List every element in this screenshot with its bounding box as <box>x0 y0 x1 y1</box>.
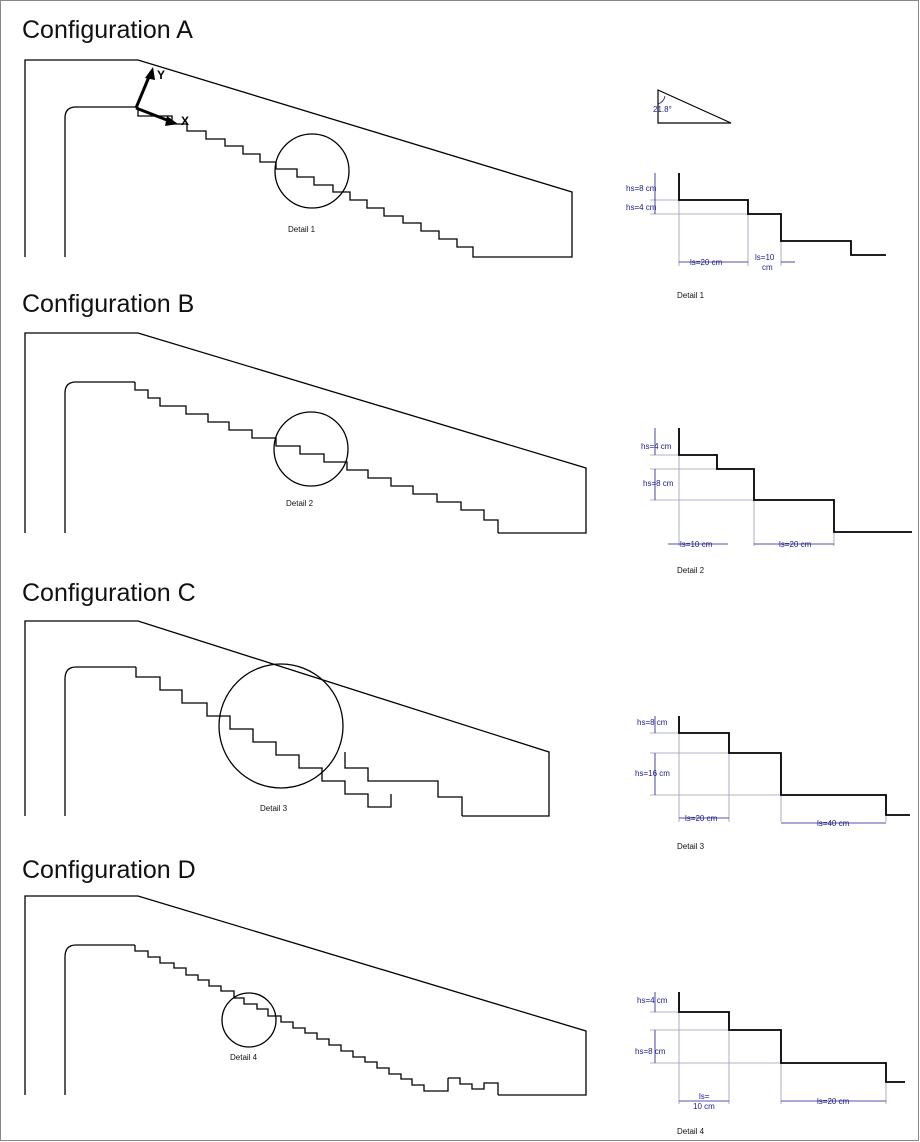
spillway-steps-c <box>135 667 463 816</box>
detail-4-label: Detail 4 <box>677 1127 705 1136</box>
detail-4-callout: Detail 4 <box>230 1053 258 1062</box>
detail-1-circle <box>274 133 350 209</box>
detail-4-step-profile <box>678 992 905 1083</box>
detail-2-circle <box>273 411 349 487</box>
detail-4-circle <box>221 992 277 1048</box>
detail-4-ls-left-line2: 10 cm <box>693 1102 715 1111</box>
detail-3-hs-bottom: hs=16 cm <box>635 769 670 778</box>
detail-1-hs-bottom: hs=4 cm <box>626 203 657 212</box>
detail-1-label: Detail 1 <box>677 291 705 300</box>
detail-3-circle <box>218 663 344 789</box>
detail-1-hs-top: hs=8 cm <box>626 184 657 193</box>
y-axis-label: Y <box>157 68 165 82</box>
configuration-c-title: Configuration C <box>22 579 196 607</box>
detail-4-hs-bottom: hs=8 cm <box>635 1047 666 1056</box>
detail-1: hs=8 cm hs=4 cm ls=20 cm ls=10 cm Detail… <box>626 173 886 300</box>
detail-2-hs-bottom: hs=8 cm <box>643 479 674 488</box>
detail-2-label: Detail 2 <box>677 566 705 575</box>
detail-1-step-profile <box>678 173 886 256</box>
coordinate-axes: Y X <box>134 67 189 128</box>
slope-triangle: 21.8° <box>653 89 732 124</box>
angle-arc <box>657 95 666 105</box>
detail-2: hs=4 cm hs=8 cm ls=10 cm ls=20 cm Detail… <box>641 428 912 575</box>
detail-3-hs-top: hs=8 cm <box>637 718 668 727</box>
detail-3-ls-right: ls=40 cm <box>817 819 850 828</box>
x-axis-label: X <box>181 114 189 128</box>
detail-1-ls-right-line1: ls=10 <box>755 253 775 262</box>
detail-1-ls-left: ls=20 cm <box>690 258 723 267</box>
detail-4-hs-top: hs=4 cm <box>637 996 668 1005</box>
spillway-steps-b <box>134 382 499 533</box>
configuration-d: Configuration D Detail 4 hs=4 cm hs=8 cm… <box>22 856 905 1136</box>
spillway-outline-a <box>24 59 573 258</box>
detail-1-ls-right-line2: cm <box>762 263 773 272</box>
spillway-outline-d <box>24 895 587 1096</box>
detail-3-callout: Detail 3 <box>260 804 288 813</box>
configuration-d-title: Configuration D <box>22 856 196 884</box>
y-axis-arrowhead <box>145 67 155 80</box>
x-axis-arrow <box>135 106 173 124</box>
spillway-outline-c <box>24 620 550 817</box>
detail-4-ls-left-line1: ls= <box>699 1092 710 1101</box>
detail-2-ls-left: ls=10 cm <box>680 540 713 549</box>
spillway-steps-a <box>137 107 487 258</box>
spillway-steps-d <box>134 945 499 1095</box>
spillway-outline-b <box>24 332 587 534</box>
detail-2-ls-right: ls=20 cm <box>779 540 812 549</box>
detail-1-callout: Detail 1 <box>288 225 316 234</box>
detail-2-step-profile <box>678 428 912 533</box>
slope-angle-label: 21.8° <box>653 105 672 114</box>
slope-triangle-shape <box>657 89 732 124</box>
configuration-c: Configuration C Detail 3 hs=8 cm hs=16 c… <box>22 579 910 851</box>
detail-2-callout: Detail 2 <box>286 499 314 508</box>
detail-3-label: Detail 3 <box>677 842 705 851</box>
configuration-b: Configuration B Detail 2 hs=4 cm hs=8 cm… <box>22 290 912 575</box>
configuration-a: Configuration A Detail 1 Y X 21.8° <box>22 16 886 300</box>
detail-3-step-profile <box>678 716 910 816</box>
detail-3: hs=8 cm hs=16 cm ls=20 cm ls=40 cm Detai… <box>635 716 910 851</box>
detail-4: hs=4 cm hs=8 cm ls= 10 cm ls=20 cm Detai… <box>635 992 905 1136</box>
x-axis-arrowhead <box>165 116 178 126</box>
configuration-b-title: Configuration B <box>22 290 194 318</box>
detail-4-ls-right: ls=20 cm <box>817 1097 850 1106</box>
configuration-a-title: Configuration A <box>22 16 193 44</box>
detail-3-ls-left: ls=20 cm <box>685 814 718 823</box>
detail-2-hs-top: hs=4 cm <box>641 442 672 451</box>
